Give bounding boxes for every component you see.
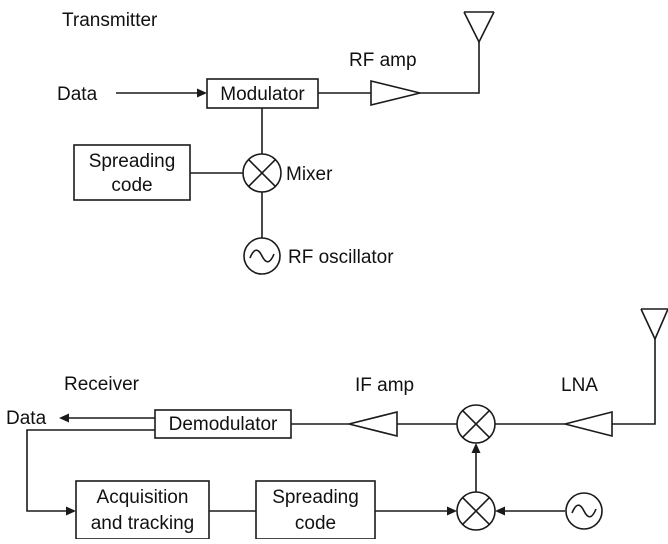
tx-antenna-icon <box>463 11 495 44</box>
tx-data-arrowhead <box>197 88 207 98</box>
acquisition-line2: and tracking <box>91 513 195 534</box>
rx-demod-to-acq-line <box>26 429 155 512</box>
tx-mixer-icon <box>242 153 282 193</box>
tx-spreading-code-line2: code <box>111 175 152 196</box>
acquisition-line1: Acquisition <box>97 487 189 508</box>
rx-spreading-code-block <box>255 480 376 540</box>
tx-amp-to-antenna-line <box>420 42 480 94</box>
rx-data-arrowhead <box>59 413 69 423</box>
receiver-section: Receiver LNA IF amp Demodulator Data <box>6 308 668 540</box>
tx-spreading-code-line1: Spreading <box>89 151 176 172</box>
receiver-label: Receiver <box>64 374 140 395</box>
lna-label: LNA <box>561 375 598 396</box>
rx-despread-mixer-icon <box>456 491 496 531</box>
rx-acq-arrowhead <box>66 506 76 516</box>
rx-code-arrowhead <box>447 506 457 516</box>
tx-oscillator-icon <box>243 237 281 275</box>
rx-osc-arrowhead <box>495 506 505 516</box>
acquisition-tracking-block <box>75 480 210 540</box>
modulator-label: Modulator <box>220 84 305 105</box>
transmitter-section: Transmitter Data Modulator RF amp Spread… <box>57 10 495 275</box>
rx-down-mixer-icon <box>456 404 496 444</box>
rf-oscillator-label: RF oscillator <box>288 247 394 268</box>
demodulator-block <box>154 409 292 439</box>
rx-data-label: Data <box>6 408 47 429</box>
rx-mixer-up-arrowhead <box>471 443 481 453</box>
demodulator-label: Demodulator <box>169 414 278 435</box>
lna-triangle <box>564 410 613 438</box>
rx-spreading-code-line1: Spreading <box>272 487 359 508</box>
rx-antenna-to-lna-line <box>612 339 656 425</box>
tx-spreading-code-block <box>73 144 191 201</box>
if-amp-triangle <box>348 410 398 438</box>
rx-oscillator-icon <box>565 492 603 530</box>
rf-amp-label: RF amp <box>349 50 417 71</box>
rf-amp-triangle <box>370 79 421 107</box>
rx-spreading-code-line2: code <box>295 513 336 534</box>
if-amp-label: IF amp <box>355 375 414 396</box>
transmitter-label: Transmitter <box>62 10 158 31</box>
mixer-label: Mixer <box>286 164 333 185</box>
rx-antenna-icon <box>640 308 668 341</box>
tx-data-label: Data <box>57 84 98 105</box>
